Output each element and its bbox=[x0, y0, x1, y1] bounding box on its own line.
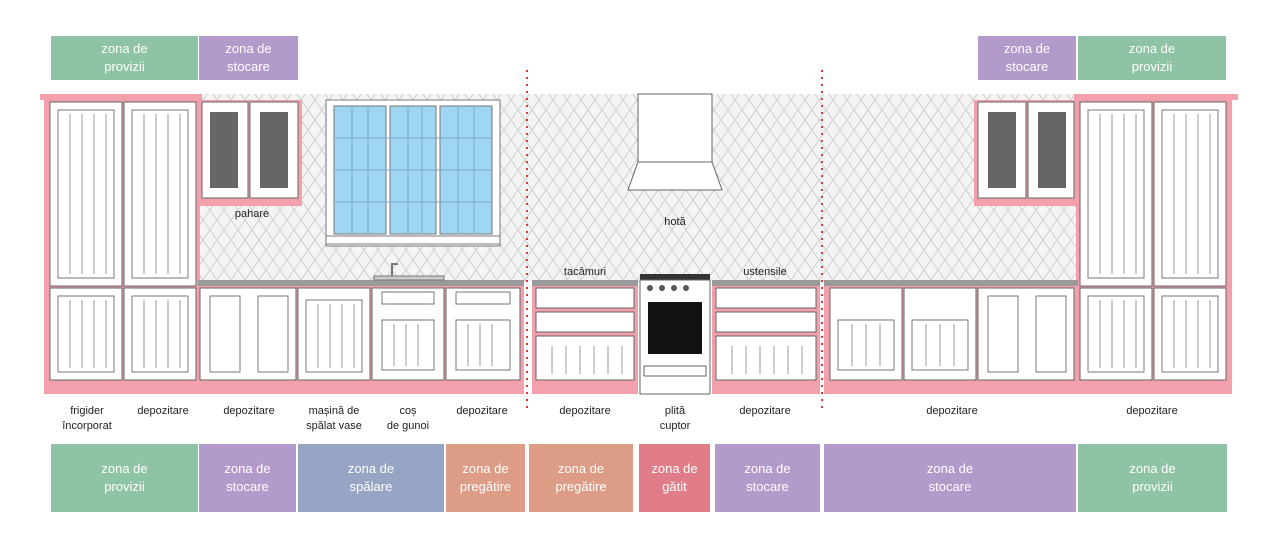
base-cabinets-right bbox=[824, 280, 1078, 394]
label-depozitare-7: depozitare bbox=[1126, 405, 1178, 417]
right-pantry bbox=[1074, 94, 1238, 394]
base-cabinets-prep bbox=[532, 280, 638, 394]
range-hood bbox=[627, 93, 723, 191]
zone-stocare-2: zona de stocare bbox=[715, 444, 820, 512]
base-cabinets-left bbox=[198, 263, 524, 394]
zone-provizii-right: zona de provizii bbox=[1078, 444, 1227, 512]
label-depozitare-6: depozitare bbox=[926, 405, 978, 417]
base-cabinets-utensils bbox=[712, 280, 820, 394]
label-tacamuri: tacâmuri bbox=[563, 266, 607, 278]
stove bbox=[639, 274, 711, 395]
top-zone-stocare-left: zona de stocare bbox=[199, 36, 298, 80]
zone-stocare-1: zona de stocare bbox=[199, 444, 296, 512]
top-zone-provizii-right: zona de provizii bbox=[1078, 36, 1226, 80]
wall-cabinet-left bbox=[198, 100, 302, 206]
label-depozitare-1: depozitare bbox=[137, 405, 189, 417]
zone-pregatire-2: zona de pregătire bbox=[529, 444, 633, 512]
left-pantry bbox=[40, 94, 202, 394]
label-hota: hotă bbox=[664, 216, 686, 228]
zone-stocare-3: zona de stocare bbox=[824, 444, 1076, 512]
label-depozitare-5: depozitare bbox=[739, 405, 791, 417]
zone-spalare: zona de spălare bbox=[298, 444, 444, 512]
zone-gatit: zona de gătit bbox=[639, 444, 710, 512]
label-ustensile: ustensile bbox=[743, 266, 787, 278]
label-cos: coș de gunoi bbox=[386, 405, 430, 432]
label-plita: plită cuptor bbox=[659, 405, 691, 432]
zone-pregatire-1: zona de pregătire bbox=[446, 444, 525, 512]
label-frigider: frigider încorporat bbox=[62, 405, 112, 432]
zone-provizii-left: zona de provizii bbox=[51, 444, 198, 512]
label-depozitare-4: depozitare bbox=[559, 405, 611, 417]
window bbox=[325, 99, 501, 247]
wall-cabinet-right bbox=[974, 100, 1078, 206]
top-zone-provizii-left: zona de provizii bbox=[51, 36, 198, 80]
label-depozitare-2: depozitare bbox=[223, 405, 275, 417]
label-pahare: pahare bbox=[234, 208, 270, 220]
label-masina: mașină de spălat vase bbox=[306, 405, 362, 432]
top-zone-stocare-right: zona de stocare bbox=[978, 36, 1076, 80]
label-depozitare-3: depozitare bbox=[456, 405, 508, 417]
